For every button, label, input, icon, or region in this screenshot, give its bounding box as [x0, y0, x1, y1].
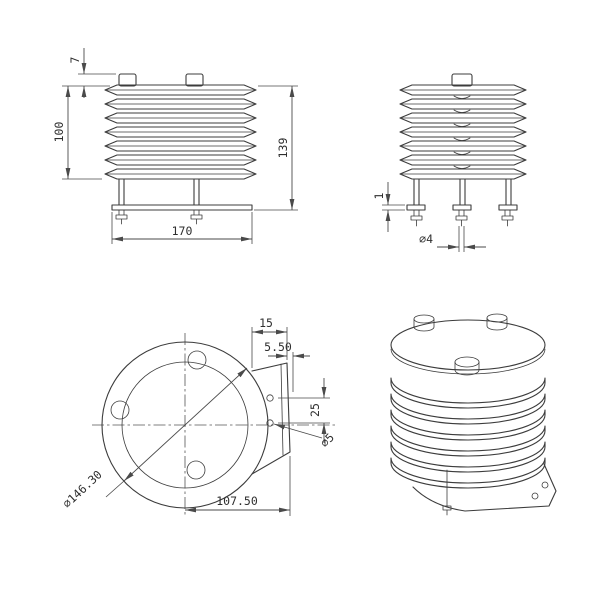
bracket-outline — [251, 362, 291, 475]
bracket-inner-edge — [280, 363, 284, 456]
dim-hole-edge-offset-label: 5.50 — [264, 340, 292, 354]
dim-louver-stack-height-label: 100 — [52, 122, 66, 143]
mounting-hole — [187, 350, 207, 370]
foot-bolts — [115, 209, 203, 225]
dim-bolt-diameter-label: ⌀4 — [419, 232, 433, 246]
dim-base-width-label: 170 — [172, 224, 193, 238]
center-column-marks — [453, 95, 471, 169]
hanging-bolt — [442, 469, 452, 516]
bracket-plate — [412, 463, 557, 512]
dimension-bracket-top-width: 15 — [251, 316, 288, 368]
dimension-hole-edge-offset: 5.50 — [264, 340, 310, 392]
dimension-louver-stack-height: 100 — [52, 86, 102, 180]
base-plate — [111, 204, 253, 211]
dimension-base-width: 170 — [111, 212, 253, 244]
dimension-shield-diameter: ⌀146.30 — [60, 367, 248, 511]
pictorial-view — [390, 313, 557, 516]
bracket-hole — [266, 394, 274, 402]
top-disk-rim — [390, 348, 546, 375]
dim-overall-height-label: 139 — [276, 138, 290, 159]
dimension-bracket-hole-diameter: ⌀5 — [273, 423, 337, 450]
dim-foot-plate-thickness-label: 1 — [372, 192, 386, 199]
dimension-center-to-bracket-edge: 107.50 — [185, 456, 291, 516]
dim-bracket-hole-diameter-label: ⌀5 — [317, 430, 337, 450]
mounting-tab — [185, 73, 204, 87]
support-legs — [118, 178, 200, 206]
dimension-overall-height: 139 — [254, 85, 298, 211]
louver-bands — [390, 377, 546, 489]
bracket-hole — [541, 481, 549, 489]
mounting-tab — [118, 73, 137, 87]
dimension-bolt-diameter: ⌀4 — [419, 226, 486, 252]
top-view: 15 5.50 25 ⌀5 ⌀146.30 — [60, 316, 338, 516]
dimension-bracket-hole-spacing: 25 — [278, 378, 330, 443]
foot-plates — [406, 204, 518, 211]
mounting-tab — [451, 73, 473, 87]
dimension-tab-height: 7 — [62, 48, 116, 98]
front-view: 7 100 139 170 — [52, 48, 298, 244]
dim-tab-height-label: 7 — [68, 56, 82, 63]
louver-midlines — [399, 89, 527, 175]
top-disk — [390, 319, 546, 371]
foot-bolts — [410, 209, 514, 227]
dim-center-to-bracket-edge-label: 107.50 — [216, 494, 258, 508]
bracket-hole — [266, 419, 274, 427]
support-legs — [413, 178, 512, 206]
side-view: 1 ⌀4 — [372, 73, 527, 252]
dim-shield-diameter-label: ⌀146.30 — [60, 467, 105, 510]
dim-bracket-hole-spacing-label: 25 — [308, 403, 322, 417]
top-knobs — [413, 313, 508, 376]
mounting-hole — [110, 400, 130, 420]
louver-midlines — [104, 89, 257, 175]
shield-inner-circle — [121, 361, 249, 489]
mounting-hole — [186, 460, 206, 480]
dimension-foot-plate-thickness: 1 — [372, 182, 405, 232]
bracket-hole — [531, 492, 539, 500]
dim-bracket-top-width-label: 15 — [259, 316, 273, 330]
